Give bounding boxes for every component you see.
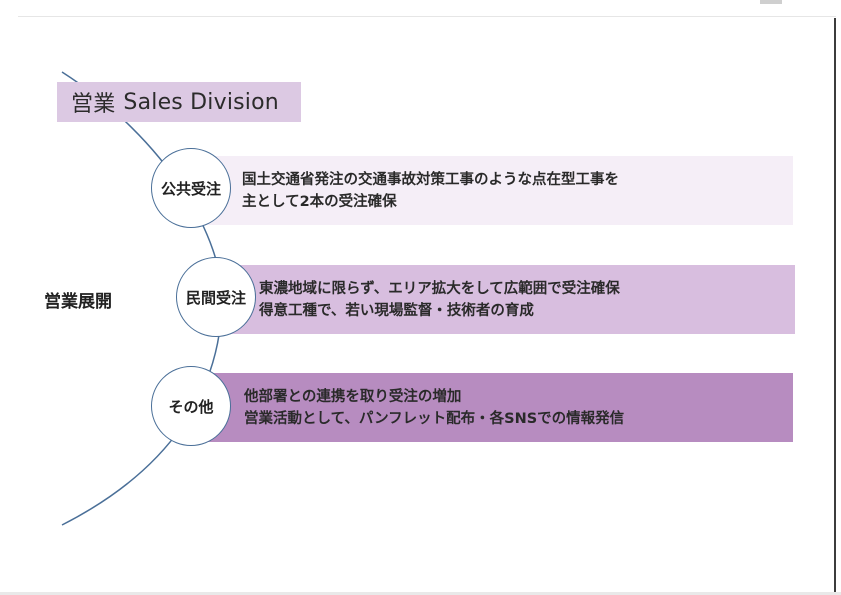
band-line: 営業活動として、パンフレット配布・各SNSでの情報発信 [244,410,625,427]
band-line: 国土交通省発注の交通事故対策工事のような点在型工事を [242,171,619,188]
band-line: 得意工種で、若い現場監督・技術者の育成 [259,302,534,319]
band-private-orders: 東濃地域に限らず、エリア拡大をして広範囲で受注確保 得意工種で、若い現場監督・技… [213,265,795,334]
section-title: 営業 Sales Division [57,82,301,122]
scan-corner-mark [760,0,782,4]
band-public-orders: 国土交通省発注の交通事故対策工事のような点在型工事を 主として2本の受注確保 [196,156,793,225]
band-line: 東濃地域に限らず、エリア拡大をして広範囲で受注確保 [259,280,620,297]
band-line: 主として2本の受注確保 [242,193,397,210]
page-right-edge [834,18,836,593]
band-line: 他部署との連携を取り受注の増加 [244,388,462,405]
circle-other: その他 [151,366,231,446]
side-label: 営業展開 [44,292,112,312]
title-english: Sales Division [123,89,279,115]
circle-private-orders: 民間受注 [176,257,256,337]
circle-public-orders: 公共受注 [151,148,231,228]
page-bottom-edge [0,592,841,595]
band-other: 他部署との連携を取り受注の増加 営業活動として、パンフレット配布・各SNSでの情… [198,373,793,442]
page-top-edge [18,16,836,17]
title-japanese: 営業 [71,92,116,117]
